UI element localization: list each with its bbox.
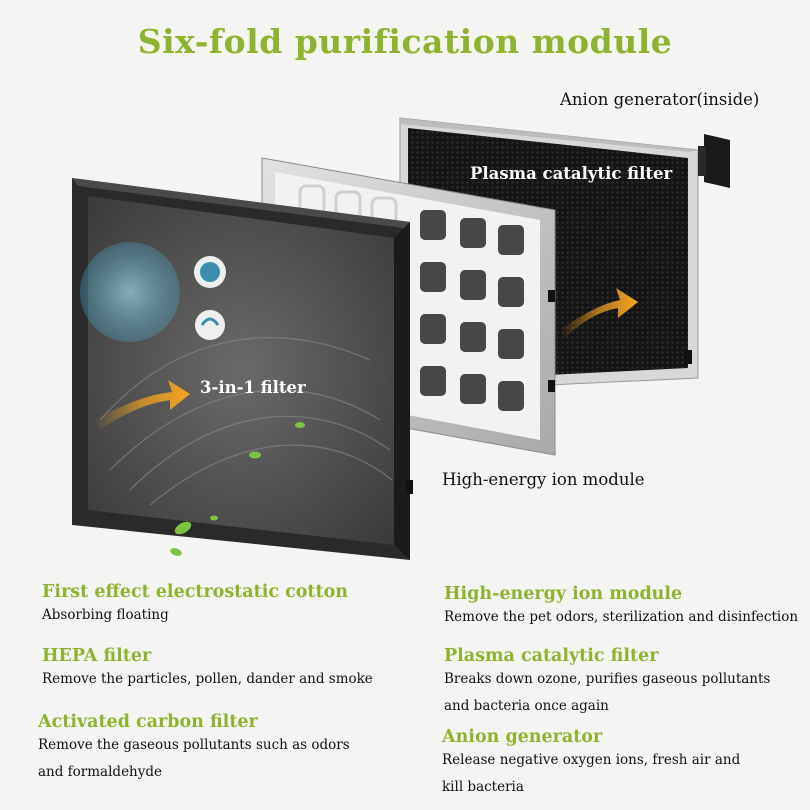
desc-text: Breaks down ozone, purifies gaseous poll… [444, 671, 771, 714]
desc-heading: Activated carbon filter [38, 712, 258, 732]
desc-text: Remove the gaseous pollutants such as od… [38, 737, 350, 780]
desc-heading: High-energy ion module [444, 584, 683, 604]
desc-activated-carbon: Activated carbon filter Remove the gaseo… [38, 712, 378, 786]
desc-text: Release negative oxygen ions, fresh air … [442, 752, 741, 795]
desc-anion-generator: Anion generator Release negative oxygen … [442, 727, 762, 801]
anion-generator-callout: Anion generator(inside) [560, 90, 760, 109]
desc-heading: First effect electrostatic cotton [42, 582, 348, 602]
desc-heading: Plasma catalytic filter [444, 646, 659, 666]
airflow-arrow-left [95, 380, 190, 430]
desc-hepa-filter: HEPA filter Remove the particles, pollen… [42, 646, 412, 693]
desc-text: Remove the pet odors, sterilization and … [444, 609, 799, 625]
desc-text: Remove the particles, pollen, dander and… [42, 671, 373, 687]
page-title: Six-fold purification module [137, 22, 673, 61]
three-in-one-callout: 3-in-1 filter [200, 378, 306, 397]
filter-illustration [72, 117, 730, 560]
desc-heading: Anion generator [442, 727, 603, 747]
three-in-one-filter-panel [72, 178, 413, 560]
anion-generator-block [698, 134, 730, 188]
desc-ion-module: High-energy ion module Remove the pet od… [444, 584, 809, 631]
desc-plasma-filter: Plasma catalytic filter Breaks down ozon… [444, 646, 789, 720]
plasma-filter-callout: Plasma catalytic filter [470, 164, 673, 183]
desc-text: Absorbing floating [42, 607, 169, 623]
desc-heading: HEPA filter [42, 646, 152, 666]
desc-electrostatic-cotton: First effect electrostatic cotton Absorb… [42, 582, 412, 629]
ion-module-callout: High-energy ion module [442, 470, 645, 489]
airflow-arrow-right [560, 288, 638, 338]
